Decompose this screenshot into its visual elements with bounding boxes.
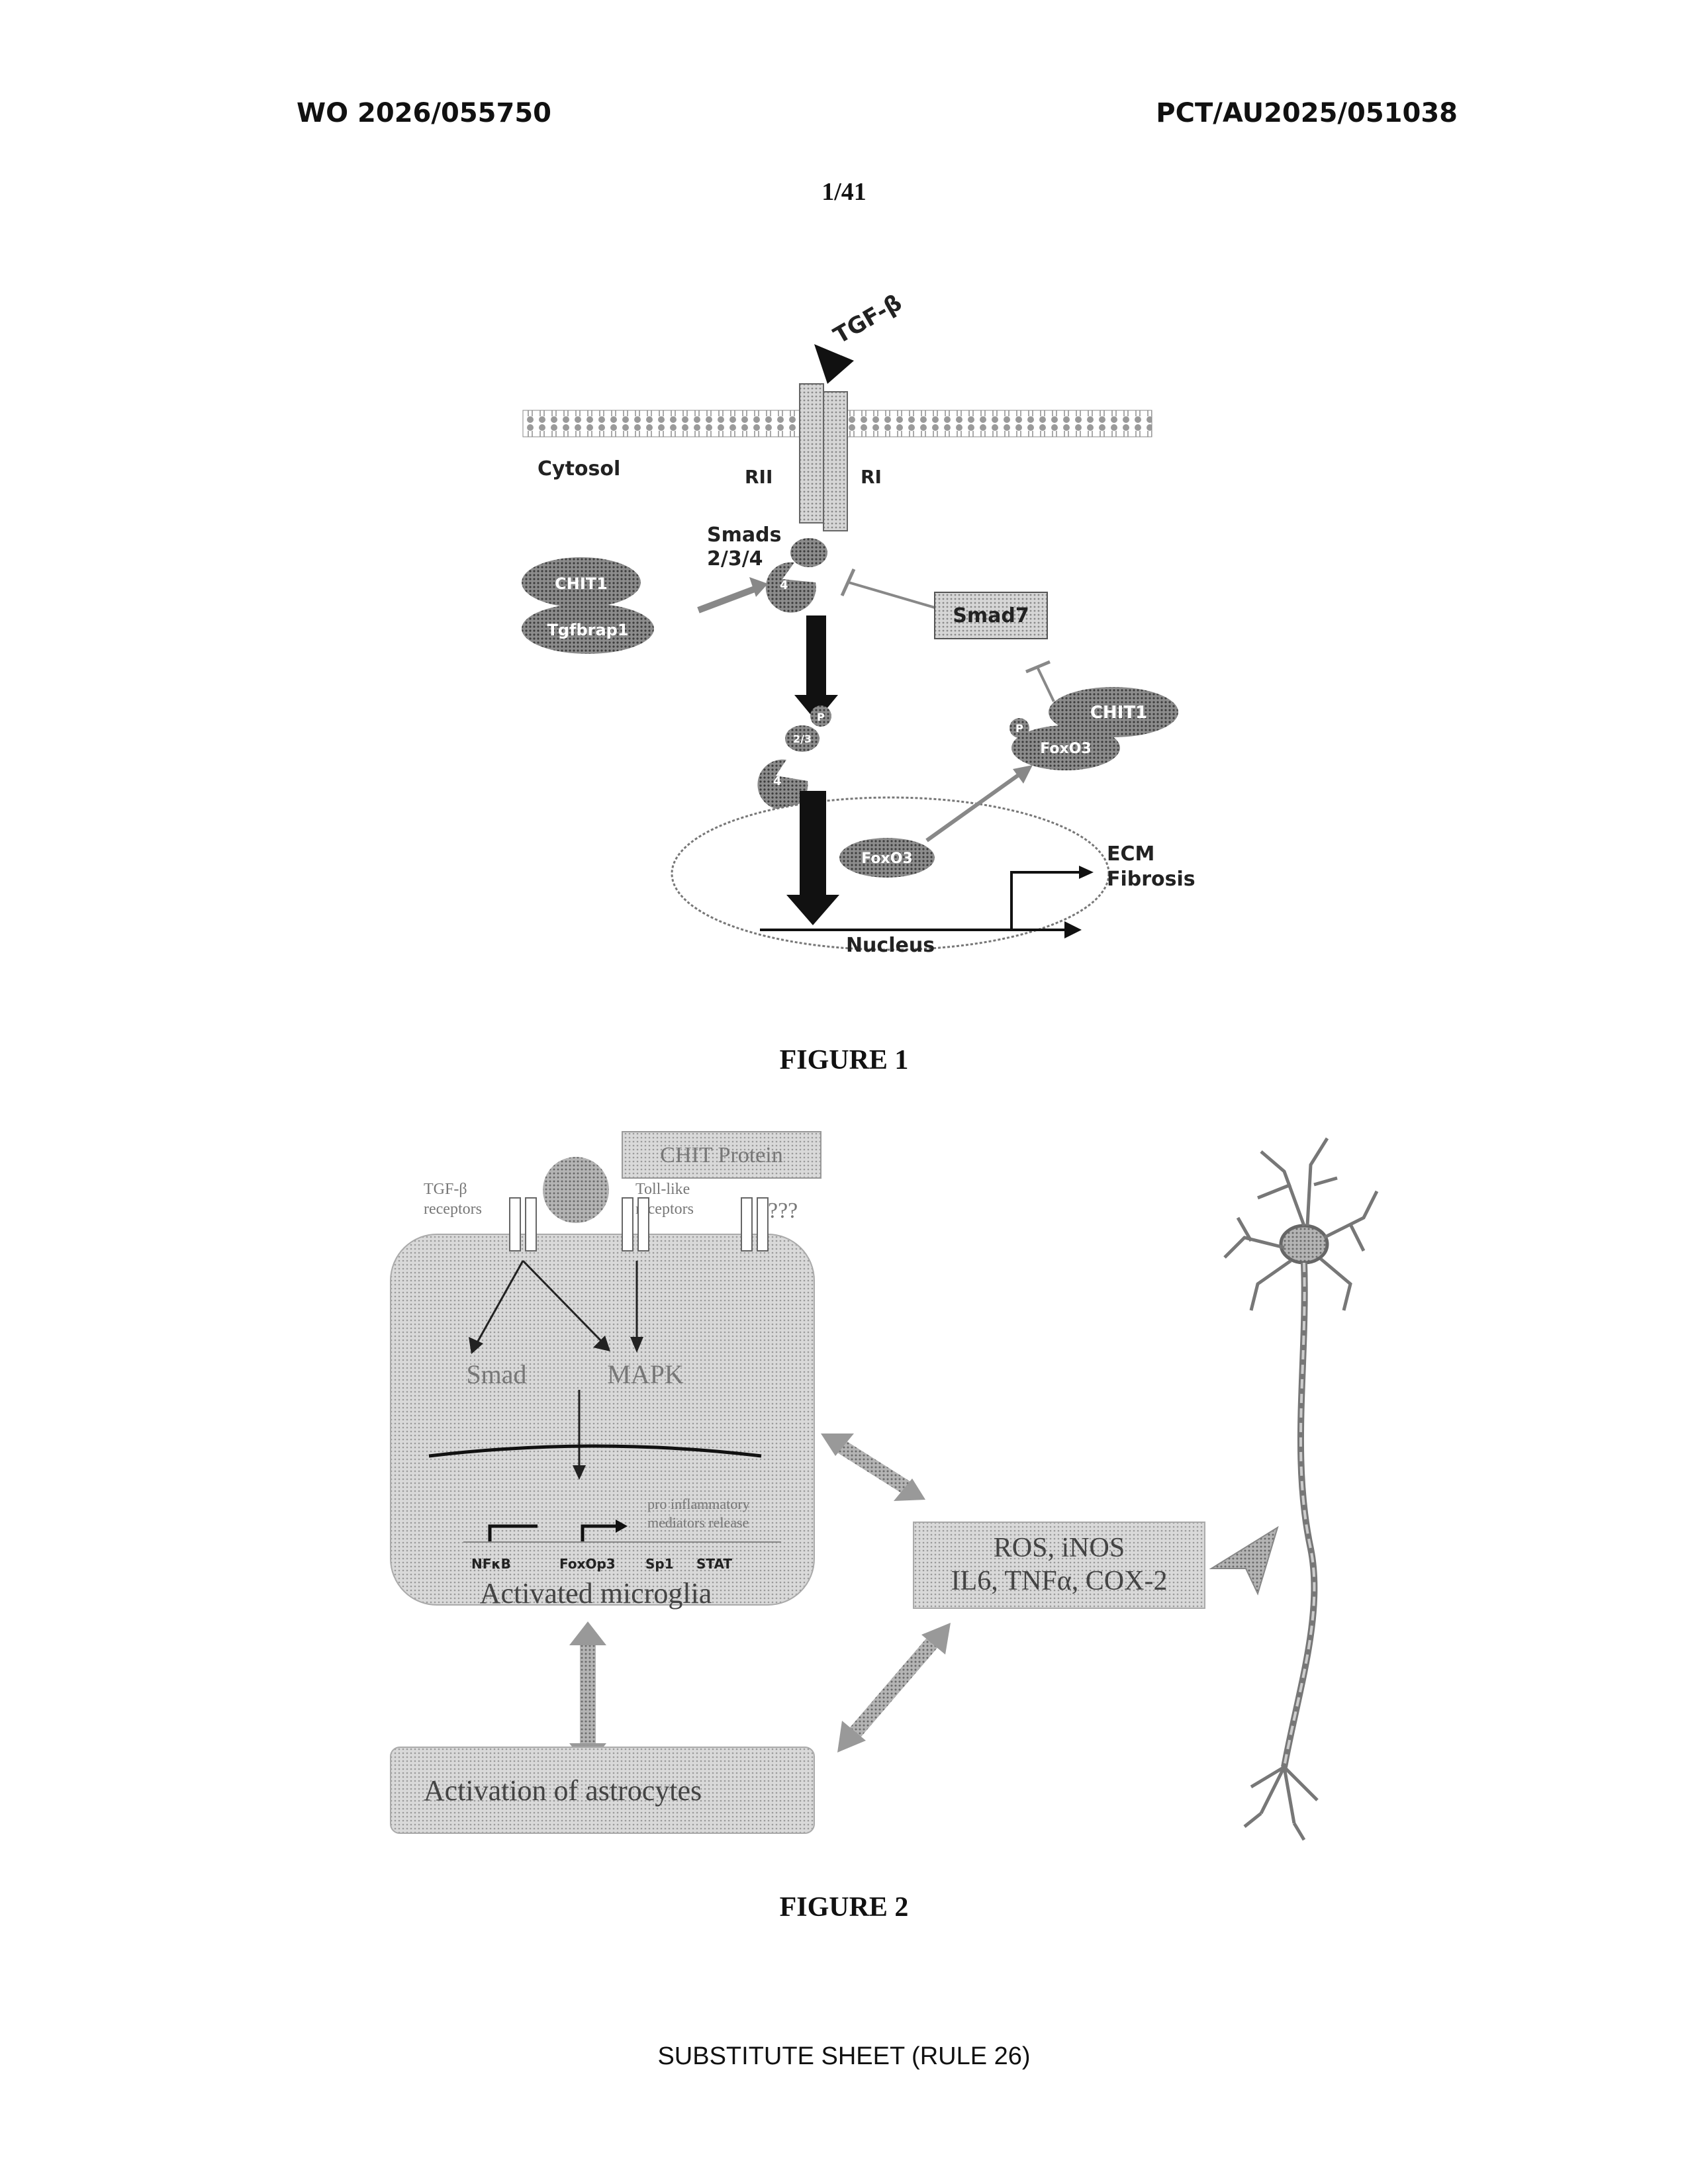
figure-2-diagram: CHIT Protein TGF-β receptors Toll-like r… [0, 1112, 1688, 1866]
activated-microglia-cell [391, 1234, 814, 1605]
label-astrocytes: Activation of astrocytes [424, 1774, 702, 1807]
label-cytosol: Cytosol [538, 457, 620, 480]
label-mapk: MAPK [607, 1359, 684, 1389]
arrowhead-foxo3-export [1013, 765, 1033, 784]
label-rii: RII [745, 466, 773, 488]
label-smads-number: 2/3/4 [707, 547, 763, 570]
figure-1-diagram: TGF-β Cytosol RII RI Smads 2/3/4 4 CHIT1… [0, 291, 1688, 1026]
label-smad: Smad [466, 1359, 526, 1389]
label-foxop3: FoxOp3 [559, 1556, 616, 1572]
label-ros-inos: ROS, iNOS [994, 1533, 1125, 1563]
label-chit1: CHIT1 [555, 574, 608, 593]
label-foxo3-right: FoxO3 [1040, 741, 1091, 757]
label-cytokines: IL6, TNFα, COX-2 [951, 1566, 1168, 1596]
dna-arrow-head [1064, 921, 1082, 938]
double-arrow-astrocytes-ros [837, 1623, 951, 1752]
chit-protein-blob [543, 1157, 609, 1223]
label-tgf-receptors-2: receptors [424, 1201, 482, 1218]
label-pro-inflammatory-1: pro inflammatory [647, 1496, 750, 1512]
label-nucleus: Nucleus [846, 934, 935, 957]
smad-4-protein [766, 563, 816, 613]
label-p-1: P [817, 711, 825, 723]
label-nfkb: NFκB [471, 1556, 511, 1572]
figure-1-caption: FIGURE 1 [0, 1044, 1688, 1076]
label-smad-4-b: 4 [773, 774, 782, 788]
black-arrow-shaft-1 [806, 615, 826, 695]
label-tgfbrap1: Tgfbrap1 [547, 621, 628, 639]
label-fibrosis: Fibrosis [1107, 868, 1196, 891]
application-number: PCT/AU2025/051038 [1156, 98, 1458, 128]
label-ecm: ECM [1107, 842, 1154, 866]
arrow-chit1-to-smads [698, 589, 755, 610]
label-p-2: P [1015, 722, 1023, 735]
double-arrow-microglia-ros [821, 1433, 925, 1501]
label-unknown-receptor: ??? [768, 1199, 798, 1223]
inhibition-smad7-to-smads [849, 582, 935, 608]
label-toll-receptors-1: Toll-like [635, 1181, 690, 1198]
publication-number: WO 2026/055750 [297, 98, 551, 128]
label-foxo3-nucleus: FoxO3 [861, 850, 912, 867]
arrow-neuron-to-ros [1211, 1527, 1278, 1594]
label-smad-4: 4 [780, 578, 788, 592]
tgf-beta-ligand [814, 344, 854, 384]
label-chit-protein: CHIT Protein [660, 1143, 782, 1167]
receptor-rii [800, 384, 823, 523]
double-arrow-microglia-astrocytes [569, 1621, 606, 1767]
sheet-number: 1/41 [0, 177, 1688, 206]
figure-2-caption: FIGURE 2 [0, 1891, 1688, 1923]
label-pro-inflammatory-2: mediators release [647, 1514, 749, 1531]
footer-substitute-sheet: SUBSTITUTE SHEET (RULE 26) [0, 2042, 1688, 2071]
label-tgf-receptors-1: TGF-β [424, 1181, 467, 1198]
smad-23-protein [790, 538, 827, 567]
receptor-ri [823, 392, 847, 531]
label-tgf-beta: TGF-β [829, 291, 907, 349]
label-activated-microglia: Activated microglia [480, 1577, 712, 1610]
label-chit1-right: CHIT1 [1090, 703, 1147, 723]
black-arrow-shaft-2 [800, 791, 826, 897]
neuron-illustration [1225, 1138, 1377, 1840]
label-smads: Smads [707, 523, 781, 547]
label-stat: STAT [696, 1556, 732, 1572]
label-smad-23: 2/3 [793, 733, 812, 745]
label-smad7: Smad7 [953, 604, 1029, 627]
label-ri: RI [861, 466, 882, 488]
inhibition-chit1-to-smad7 [1038, 668, 1054, 702]
label-sp1: Sp1 [645, 1556, 674, 1572]
